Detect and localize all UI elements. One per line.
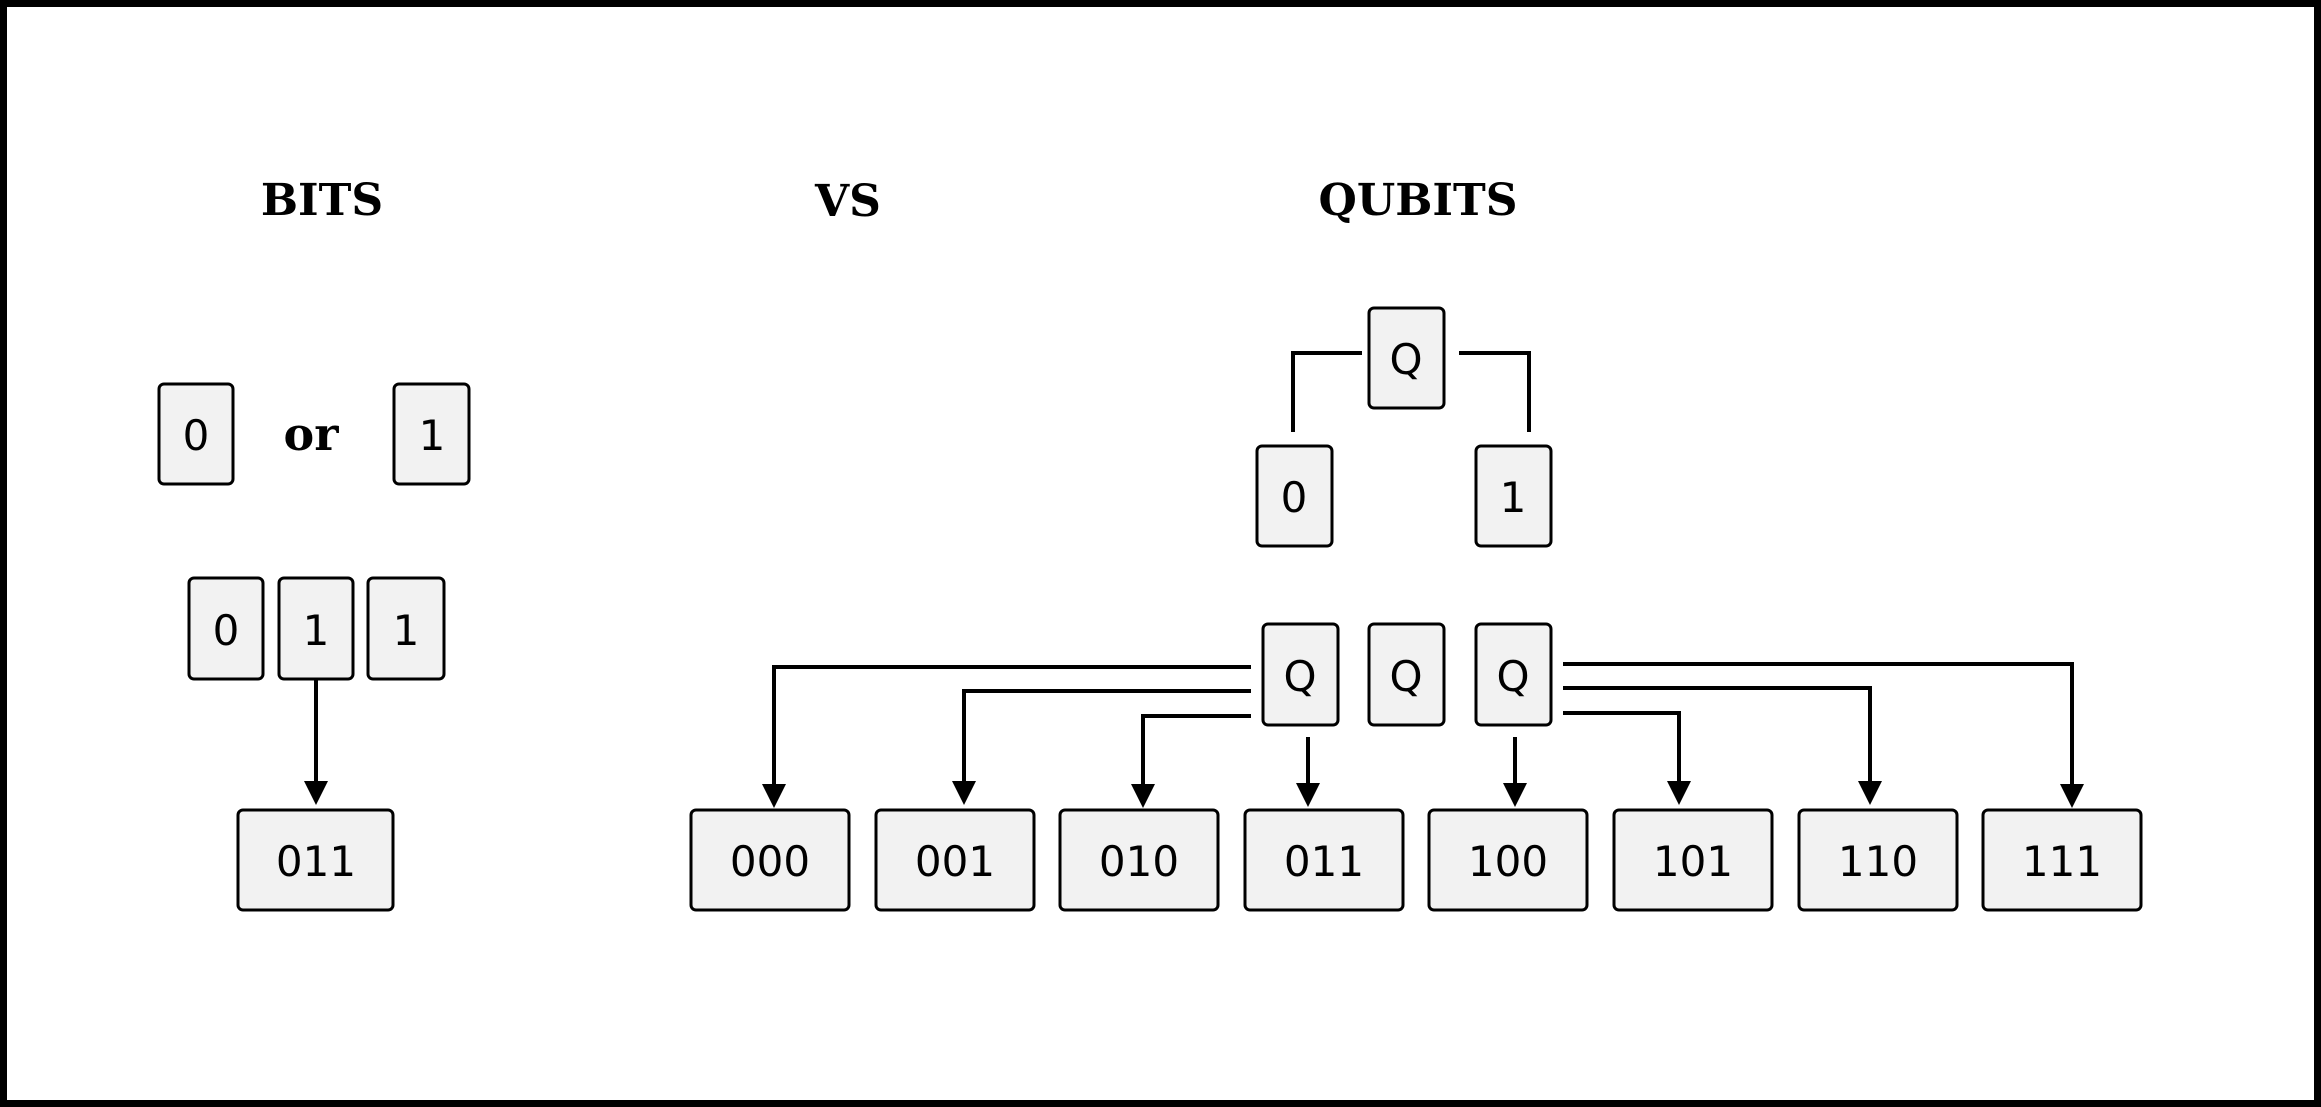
bits-title: BITS	[261, 175, 383, 226]
arrowhead-001	[952, 781, 976, 805]
bit-result-box: 011	[236, 808, 395, 912]
connector-line-001	[962, 689, 1251, 782]
state-label-110: 110	[1838, 837, 1918, 886]
single-qubit-label: Q	[1389, 335, 1422, 384]
bit-choice-1-label: 1	[419, 411, 446, 460]
bit-choice-1-box: 1	[392, 382, 471, 486]
qubit-branch-left-line	[1291, 351, 1362, 432]
bit-result-label: 011	[276, 837, 356, 886]
state-box-011: 011	[1243, 808, 1405, 912]
qubit-state-1-box: 1	[1474, 444, 1553, 548]
qubit-register-label-1: Q	[1283, 652, 1316, 701]
arrowhead-011	[1296, 783, 1320, 807]
connector-line-110	[1563, 686, 1872, 782]
bit-register-box-3: 1	[366, 576, 446, 681]
state-label-001: 001	[915, 837, 995, 886]
qubit-state-1-label: 1	[1500, 473, 1527, 522]
bit-choice-0-box: 0	[157, 382, 235, 486]
bit-register-label-2: 1	[303, 606, 330, 655]
state-label-101: 101	[1653, 837, 1733, 886]
vs-title: VS	[814, 176, 881, 227]
state-box-010: 010	[1058, 808, 1220, 912]
state-box-110: 110	[1797, 808, 1959, 912]
qubit-register-label-3: Q	[1496, 652, 1529, 701]
arrowhead-111	[2060, 784, 2084, 808]
or-label: or	[284, 407, 340, 461]
qubits-title: QUBITS	[1319, 175, 1518, 226]
qubit-register-box-1: Q	[1261, 622, 1340, 727]
connector-line-111	[1563, 662, 2074, 785]
state-label-011: 011	[1284, 837, 1364, 886]
state-box-101: 101	[1612, 808, 1774, 912]
bit-choice-0-label: 0	[183, 411, 210, 460]
qubit-register-label-2: Q	[1389, 652, 1422, 701]
bit-register-label-1: 0	[213, 606, 240, 655]
state-box-001: 001	[874, 808, 1036, 912]
arrowhead-010	[1131, 784, 1155, 808]
state-box-111: 111	[1981, 808, 2143, 912]
qubit-state-0-label: 0	[1281, 473, 1308, 522]
arrowhead-110	[1858, 781, 1882, 805]
state-box-000: 000	[689, 808, 851, 912]
connector-line-010	[1141, 714, 1251, 785]
bit-register-box-2: 1	[277, 576, 355, 681]
connector-line-000	[772, 665, 1251, 785]
bit-register-box-1: 0	[187, 576, 265, 681]
arrowhead-101	[1667, 781, 1691, 805]
arrowhead-100	[1503, 783, 1527, 807]
qubit-register-box-2: Q	[1367, 622, 1446, 727]
state-label-111: 111	[2022, 837, 2102, 886]
state-label-010: 010	[1099, 837, 1179, 886]
bit-result-arrowhead	[304, 781, 328, 805]
connector-line-101	[1563, 711, 1681, 782]
state-label-000: 000	[730, 837, 810, 886]
single-qubit-box: Q	[1367, 306, 1446, 410]
state-label-100: 100	[1468, 837, 1548, 886]
qubit-register-box-3: Q	[1474, 622, 1553, 727]
qubit-state-0-box: 0	[1255, 444, 1334, 548]
state-box-100: 100	[1427, 808, 1589, 912]
arrowhead-000	[762, 784, 786, 808]
bit-register-label-3: 1	[393, 606, 420, 655]
qubit-branch-right-line	[1459, 351, 1531, 432]
